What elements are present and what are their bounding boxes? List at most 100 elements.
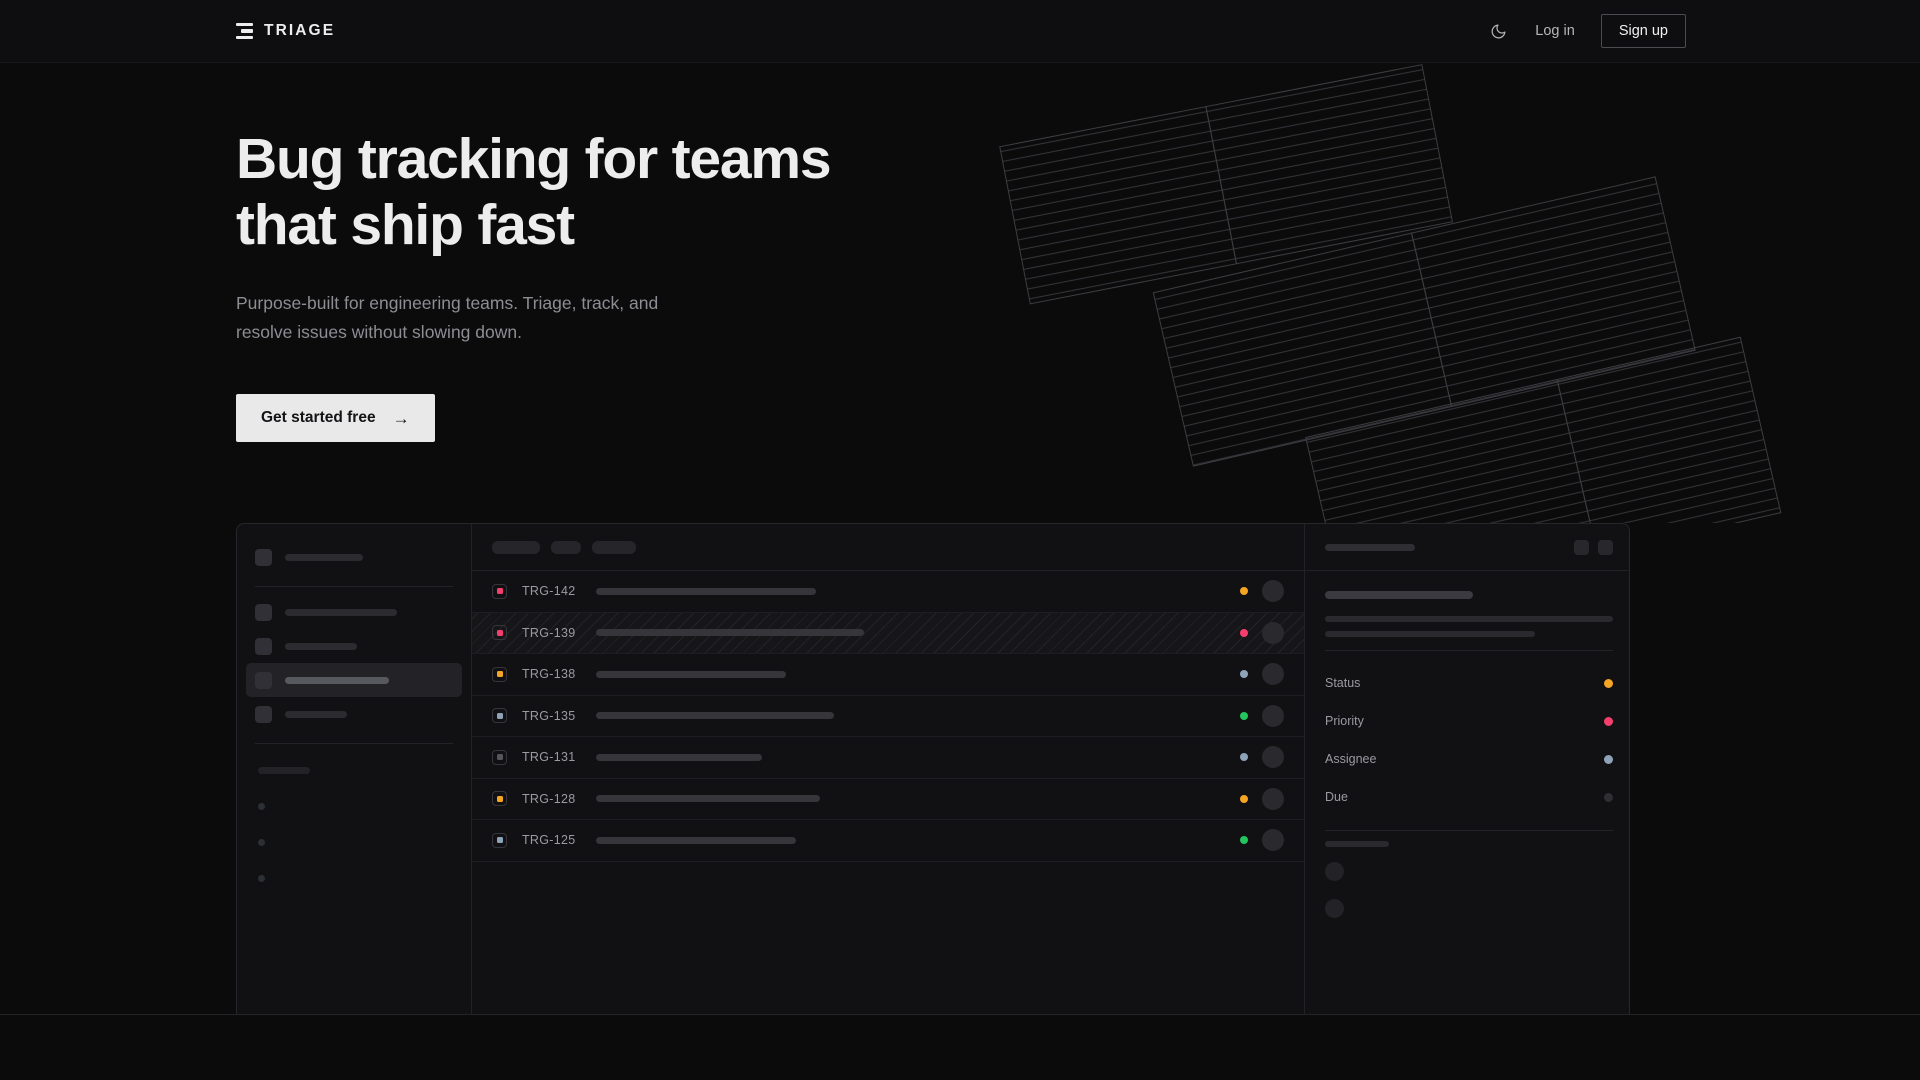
- priority-badge: [492, 583, 507, 599]
- triage-logo-icon: [236, 22, 253, 40]
- detail-divider: [1325, 650, 1613, 651]
- issue-title-skeleton: [596, 836, 796, 844]
- priority-badge: [492, 749, 507, 765]
- detail-title-skeleton: [1325, 543, 1415, 551]
- meta-row-priority[interactable]: Priority: [1325, 702, 1613, 740]
- priority-dot-icon: [496, 671, 503, 678]
- sidebar-divider-2: [255, 743, 453, 744]
- sidebar-item-1[interactable]: [246, 629, 462, 663]
- detail-divider-2: [1325, 830, 1613, 831]
- row-meta: [1240, 621, 1284, 644]
- avatar: [1262, 829, 1284, 852]
- meta-row-status[interactable]: Status: [1325, 664, 1613, 702]
- hero-subtitle: Purpose-built for engineering teams. Tri…: [236, 293, 659, 343]
- detail-heading-skeleton: [1325, 591, 1473, 599]
- issue-id: TRG-128: [522, 791, 576, 806]
- table-row[interactable]: TRG-142: [472, 571, 1304, 613]
- filter-chip-0[interactable]: [492, 540, 540, 554]
- meta-value-dot-icon: [1604, 716, 1613, 726]
- priority-badge: [492, 666, 507, 682]
- sidebar-item-2[interactable]: [246, 663, 462, 697]
- sidebar-subitem-2[interactable]: [255, 860, 453, 896]
- sidebar-subitem-dot-icon: [258, 838, 265, 846]
- row-meta: [1240, 704, 1284, 727]
- filter-chip-1[interactable]: [551, 540, 581, 554]
- status-badge: [1240, 753, 1248, 762]
- table-row[interactable]: TRG-131: [472, 737, 1304, 779]
- issue-id: TRG-125: [522, 833, 576, 848]
- meta-label: Due: [1325, 790, 1348, 804]
- row-meta: [1240, 787, 1284, 810]
- signup-button[interactable]: Sign up: [1600, 14, 1686, 48]
- issue-title-skeleton: [596, 670, 786, 678]
- table-row[interactable]: TRG-125: [472, 820, 1304, 862]
- sidebar-item-3[interactable]: [246, 697, 462, 731]
- table-row[interactable]: TRG-138: [472, 654, 1304, 696]
- sidebar-item-label: [285, 676, 389, 684]
- avatar: [1262, 787, 1284, 810]
- priority-dot-icon: [496, 837, 503, 844]
- priority-badge: [492, 625, 507, 641]
- meta-value-dot-icon: [1604, 754, 1613, 764]
- workspace-name-skeleton: [285, 553, 363, 561]
- priority-badge: [492, 832, 507, 848]
- sidebar-item-label: [285, 642, 357, 650]
- issue-title-skeleton: [596, 795, 820, 803]
- issue-id: TRG-138: [522, 667, 576, 682]
- header-actions: Log in Sign up: [1487, 14, 1686, 48]
- issue-title-skeleton: [596, 753, 762, 761]
- table-row[interactable]: TRG-128: [472, 779, 1304, 820]
- issue-id: TRG-135: [522, 708, 576, 723]
- filter-chip-2[interactable]: [592, 540, 636, 554]
- row-meta: [1240, 663, 1284, 686]
- priority-badge: [492, 791, 507, 807]
- table-row[interactable]: TRG-135: [472, 696, 1304, 737]
- sidebar-item-icon: [255, 671, 272, 689]
- sidebar-divider: [255, 586, 453, 587]
- sidebar-subitem-1[interactable]: [255, 824, 453, 860]
- sidebar-sub-nav: [255, 788, 453, 896]
- status-badge: [1240, 836, 1248, 845]
- page-divider: [0, 1014, 1920, 1015]
- sidebar-item-icon: [255, 637, 272, 655]
- issue-title-skeleton: [596, 629, 864, 637]
- sidebar-nav: [246, 595, 462, 731]
- login-link[interactable]: Log in: [1535, 23, 1575, 39]
- page-title: Bug tracking for teams that ship fast: [236, 127, 832, 258]
- row-meta: [1240, 580, 1284, 603]
- panel-toggle-icon[interactable]: [1574, 539, 1589, 555]
- avatar: [1262, 663, 1284, 686]
- issue-id: TRG-142: [522, 584, 576, 599]
- detail-line-1: [1325, 616, 1613, 622]
- sidebar-workspace[interactable]: [255, 540, 453, 574]
- more-options-icon[interactable]: [1598, 539, 1613, 555]
- detail-header: [1305, 524, 1629, 571]
- workspace-avatar: [255, 548, 272, 566]
- sidebar-item-0[interactable]: [246, 595, 462, 629]
- table-row[interactable]: TRG-139: [472, 612, 1304, 654]
- comments-list: [1325, 853, 1613, 927]
- get-started-button[interactable]: Get started free →: [236, 394, 435, 443]
- list-item: [1325, 890, 1613, 927]
- sidebar-subitem-0[interactable]: [255, 788, 453, 824]
- meta-row-due[interactable]: Due: [1325, 778, 1613, 816]
- detail-line-2: [1325, 631, 1535, 637]
- list-item: [1325, 853, 1613, 890]
- section-label-skeleton: [258, 766, 310, 774]
- brand-logo[interactable]: TRIAGE: [236, 22, 335, 40]
- issue-title-skeleton: [596, 587, 816, 595]
- priority-dot-icon: [496, 629, 503, 636]
- meta-value-dot-icon: [1604, 678, 1613, 688]
- meta-row-assignee[interactable]: Assignee: [1325, 740, 1613, 778]
- sidebar-subitem-dot-icon: [258, 802, 265, 810]
- status-badge: [1240, 711, 1248, 720]
- avatar: [1262, 580, 1284, 603]
- moon-icon[interactable]: [1487, 20, 1509, 42]
- sidebar-section-label: [255, 752, 453, 788]
- meta-value-dot-icon: [1604, 792, 1613, 802]
